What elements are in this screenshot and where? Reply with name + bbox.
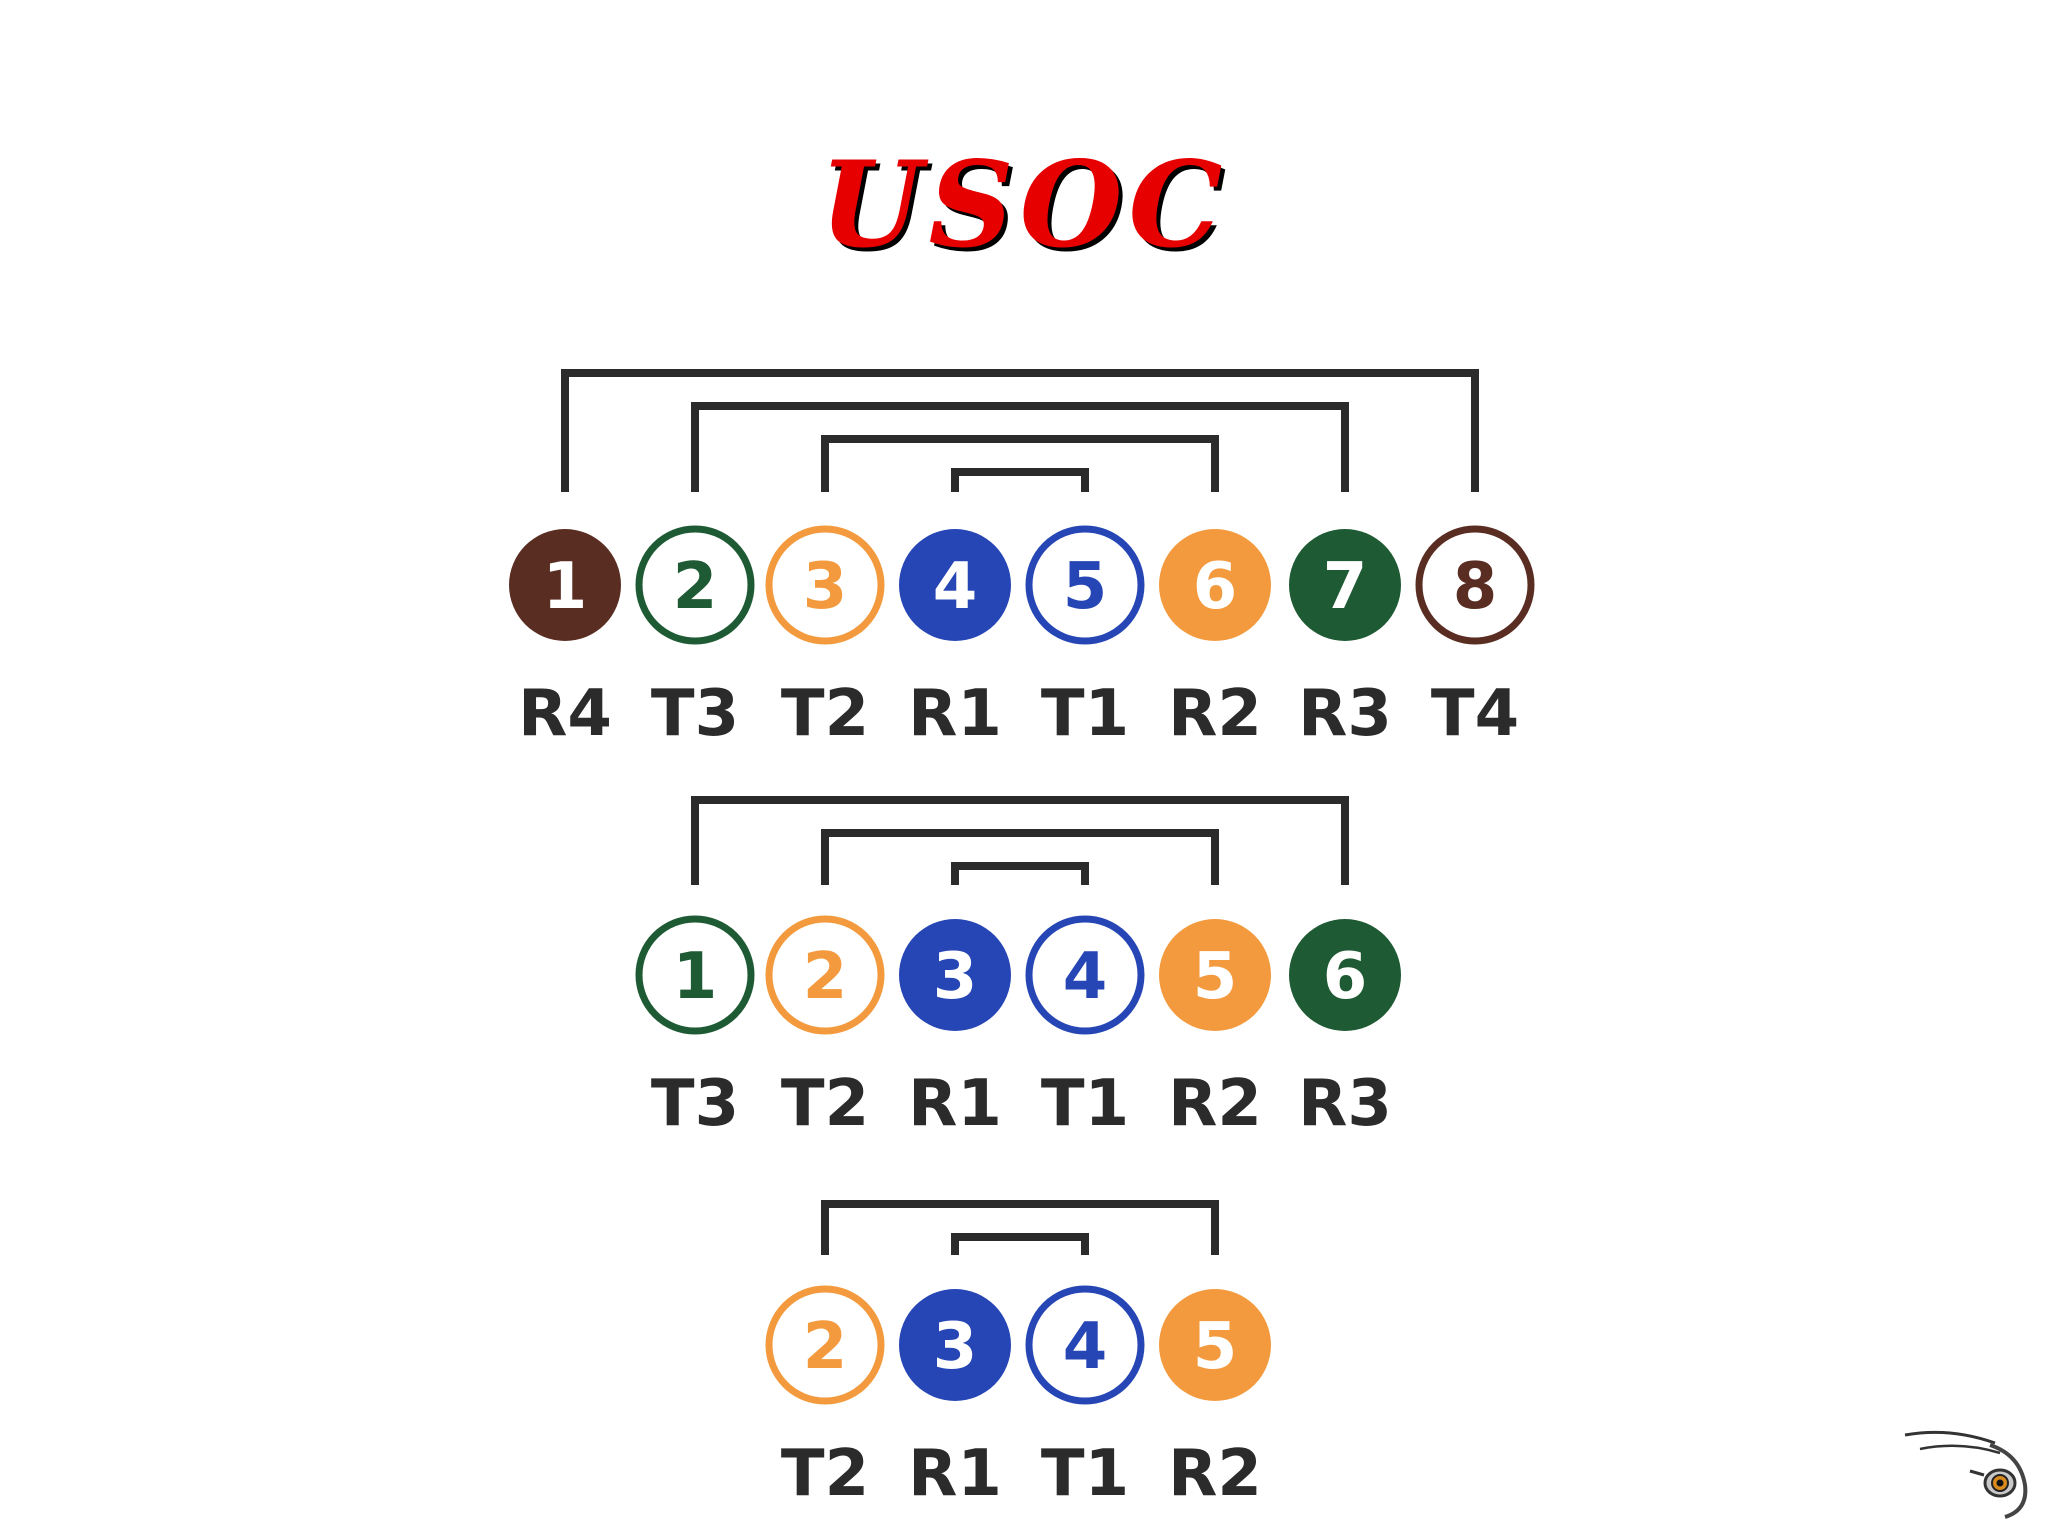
pin-label: R1 [908,1437,1002,1511]
pin-label: T2 [781,677,869,751]
pin-label: T1 [1041,1067,1129,1141]
pair-bracket [821,435,1219,492]
pin-circle [1415,525,1535,645]
pin-circle [509,529,621,641]
pin-label: R2 [1168,677,1262,751]
pin-circle [1025,1285,1145,1405]
pin-label: R3 [1298,1067,1392,1141]
pin-circle [899,1289,1011,1401]
pair-bracket [951,862,1089,885]
pin-number: 4 [1063,940,1108,1014]
pin-label: T3 [651,677,739,751]
pin-number: 6 [1323,940,1368,1014]
pair-bracket [691,402,1349,492]
pair-bracket [691,796,1349,885]
pin-label: T3 [651,1067,739,1141]
pin-number: 7 [1323,550,1368,624]
bird-logo-icon [1904,1430,2028,1519]
pin-label: R4 [518,677,612,751]
pin-circle [899,529,1011,641]
pair-bracket [951,468,1089,492]
connector-4-pin: 2T2 3R1 4T1 5R2 [765,1200,1271,1511]
connector-6-pin: 1T3 2T2 3R1 4T1 5R2 6R3 [635,796,1401,1141]
pin-circle [1159,529,1271,641]
pin-number: 2 [803,1310,848,1384]
pin-circle [765,1285,885,1405]
pin-number: 3 [933,1310,978,1384]
pin-circle [1025,915,1145,1035]
pair-bracket [951,1233,1089,1255]
pin-label: R3 [1298,677,1392,751]
pair-bracket [821,829,1219,885]
pair-bracket [821,1200,1219,1255]
pin-label: T1 [1041,1437,1129,1511]
pin-number: 6 [1193,550,1238,624]
pin-circle [899,919,1011,1031]
pin-circle [765,915,885,1035]
pin-circle [635,915,755,1035]
page-title: USOC [819,135,1229,274]
pin-number: 5 [1193,940,1238,1014]
connector-8-pin: 1R4 2T3 3T2 4R1 5T1 6R2 7R3 8T4 [509,369,1535,751]
pin-number: 2 [803,940,848,1014]
pin-label: R2 [1168,1437,1262,1511]
pin-label: T4 [1431,677,1519,751]
pin-number: 1 [673,940,718,1014]
pair-bracket [561,369,1479,492]
pin-circle [765,525,885,645]
pin-number: 5 [1193,1310,1238,1384]
pin-label: T2 [781,1067,869,1141]
pin-number: 2 [673,550,718,624]
pin-circle [1289,919,1401,1031]
pin-number: 3 [803,550,848,624]
pin-circle [1025,525,1145,645]
pin-label: R1 [908,1067,1002,1141]
pin-label: T1 [1041,677,1129,751]
pin-label: R2 [1168,1067,1262,1141]
pin-label: T2 [781,1437,869,1511]
pin-circle [635,525,755,645]
pin-number: 4 [933,550,978,624]
pin-number: 5 [1063,550,1108,624]
pin-circle [1159,919,1271,1031]
pin-number: 3 [933,940,978,1014]
pin-circle [1289,529,1401,641]
pin-circle [1159,1289,1271,1401]
pin-number: 1 [543,550,588,624]
pin-label: R1 [908,677,1002,751]
pin-number: 8 [1453,550,1498,624]
pin-number: 4 [1063,1310,1108,1384]
